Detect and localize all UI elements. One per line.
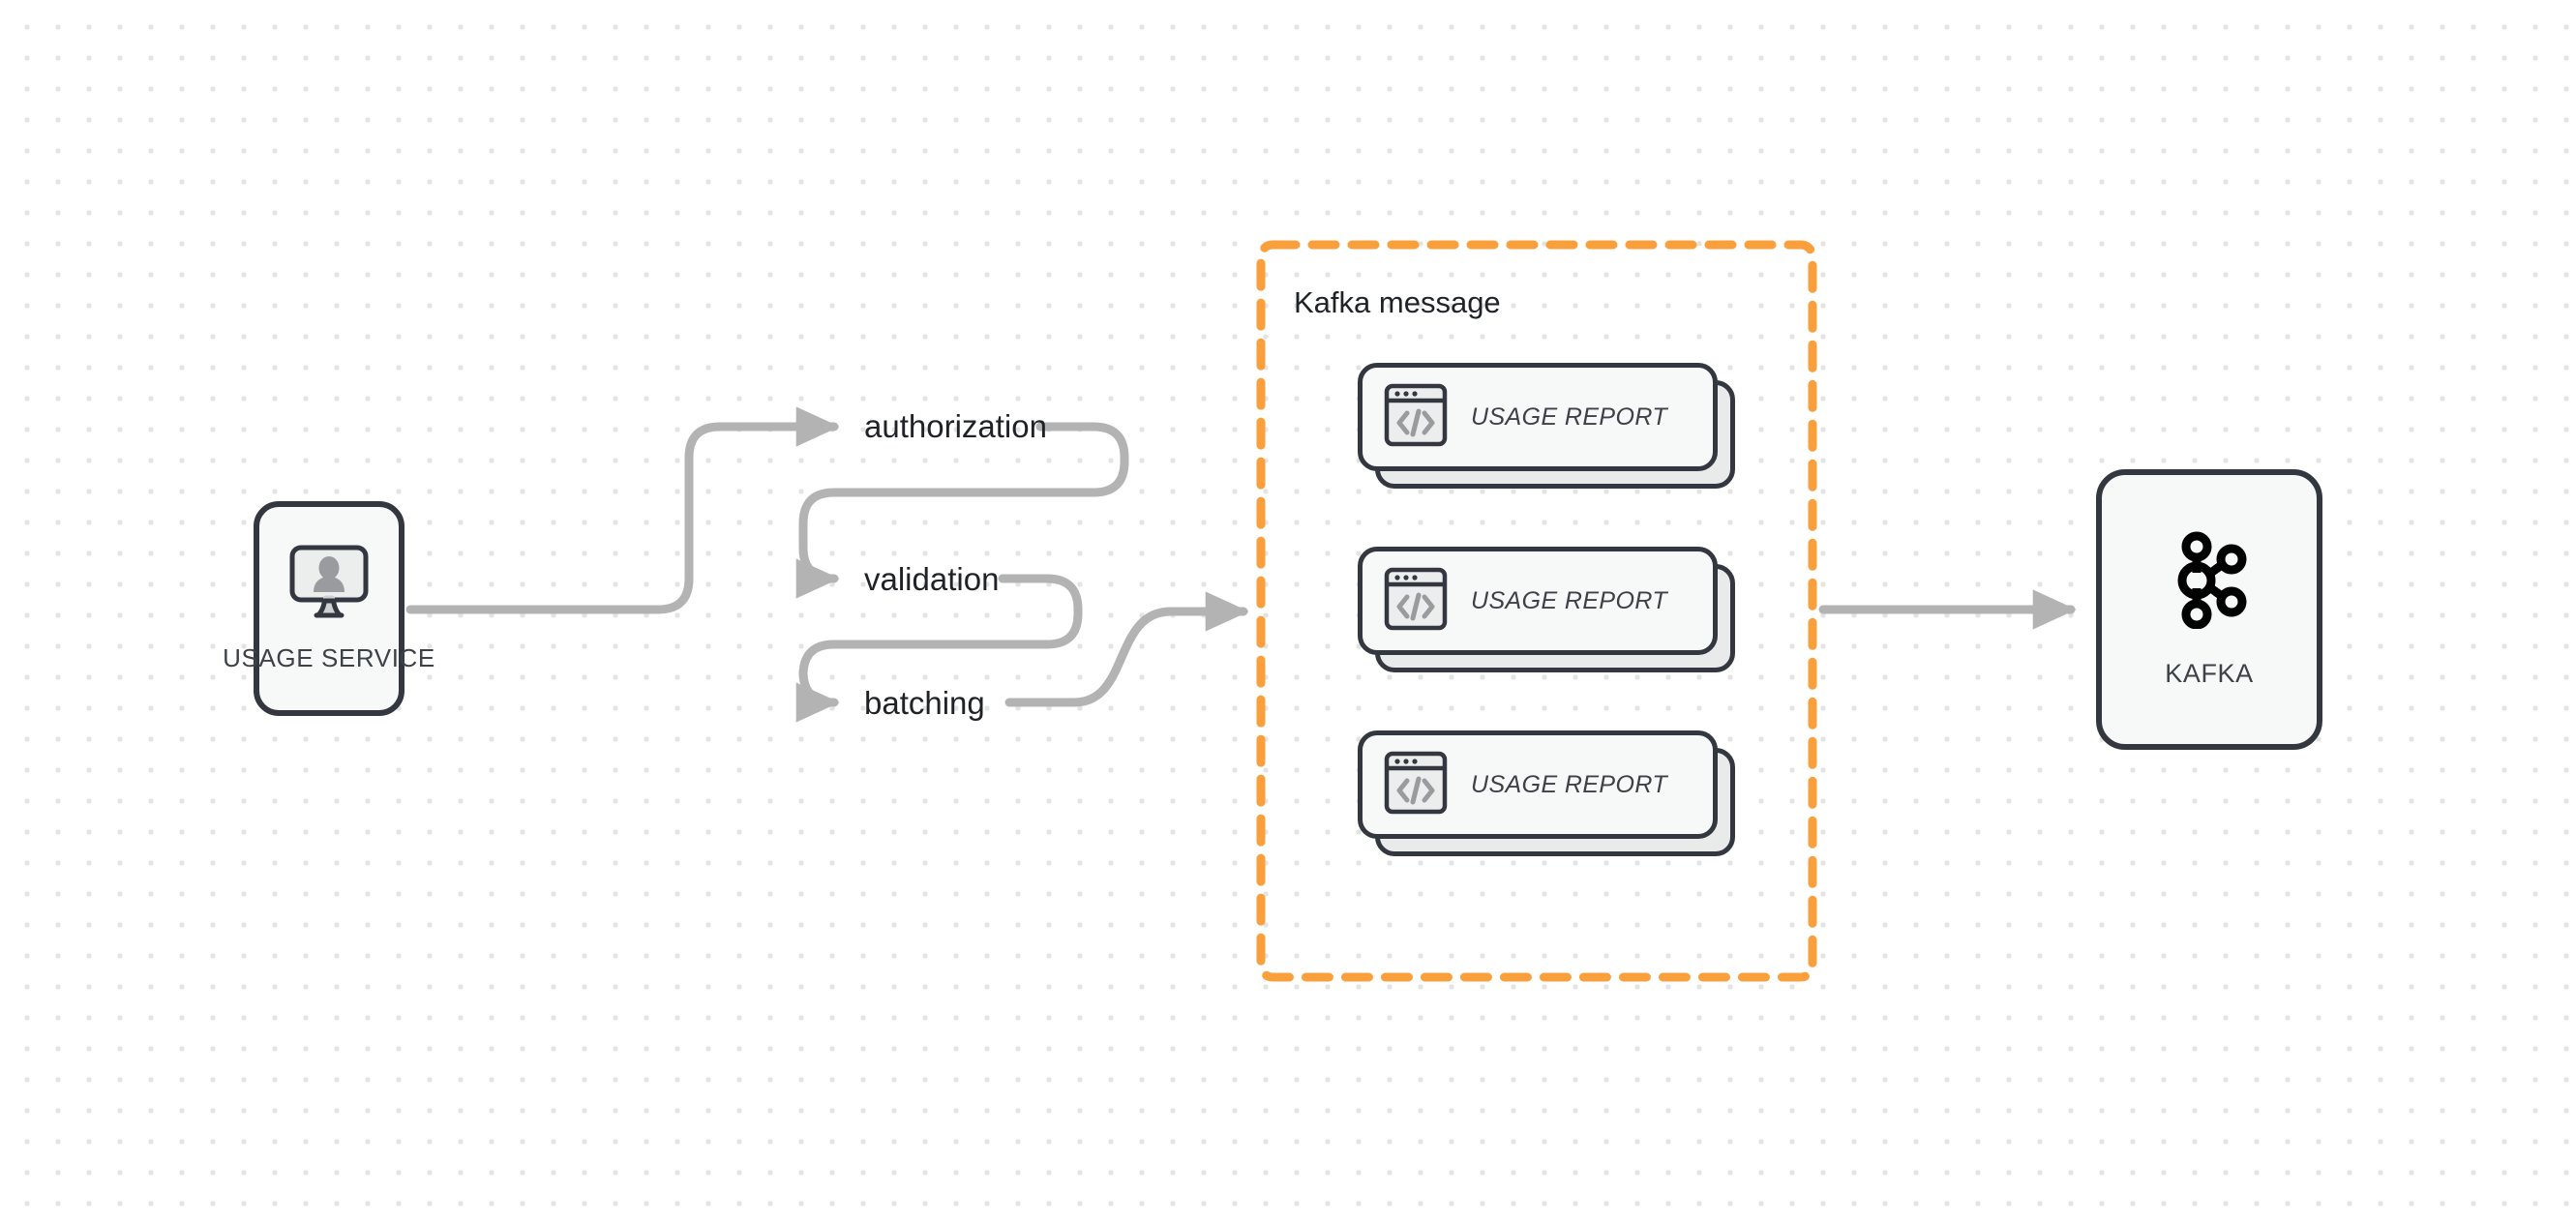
node-kafka-label: KAFKA: [2165, 659, 2254, 688]
code-window-icon: [1384, 383, 1448, 452]
usage-report-card-label: USAGE REPORT: [1471, 402, 1667, 431]
group-title: Kafka message: [1294, 285, 1501, 319]
usage-report-card[interactable]: USAGE REPORT: [1358, 363, 1735, 489]
usage-report-card[interactable]: USAGE REPORT: [1358, 730, 1735, 856]
group-dashed-border: [1256, 240, 1817, 982]
node-kafka[interactable]: KAFKA: [2096, 469, 2322, 750]
edge-authorization-to-validation: [795, 422, 1129, 599]
code-window-icon: [1384, 751, 1448, 819]
step-label-batching[interactable]: batching: [864, 685, 985, 721]
step-label-validation[interactable]: validation: [864, 561, 1000, 597]
monitor-user-icon: [287, 544, 371, 624]
group-kafka-message[interactable]: Kafka message: [1256, 240, 1817, 982]
step-label-authorization[interactable]: authorization: [864, 408, 1047, 444]
usage-report-card[interactable]: USAGE REPORT: [1358, 547, 1735, 672]
code-window-icon: [1384, 567, 1448, 636]
usage-report-card-label: USAGE REPORT: [1471, 770, 1667, 798]
usage-report-card-label: USAGE REPORT: [1471, 586, 1667, 614]
edge-usage-to-authorization: [405, 406, 840, 614]
kafka-logo-icon: [2168, 530, 2251, 634]
node-usage-service[interactable]: USAGE SERVICE: [223, 501, 434, 716]
node-usage-service-label: USAGE SERVICE: [223, 643, 435, 672]
edge-batching-to-group: [1004, 591, 1249, 707]
edge-validation-to-batching: [795, 574, 1083, 723]
